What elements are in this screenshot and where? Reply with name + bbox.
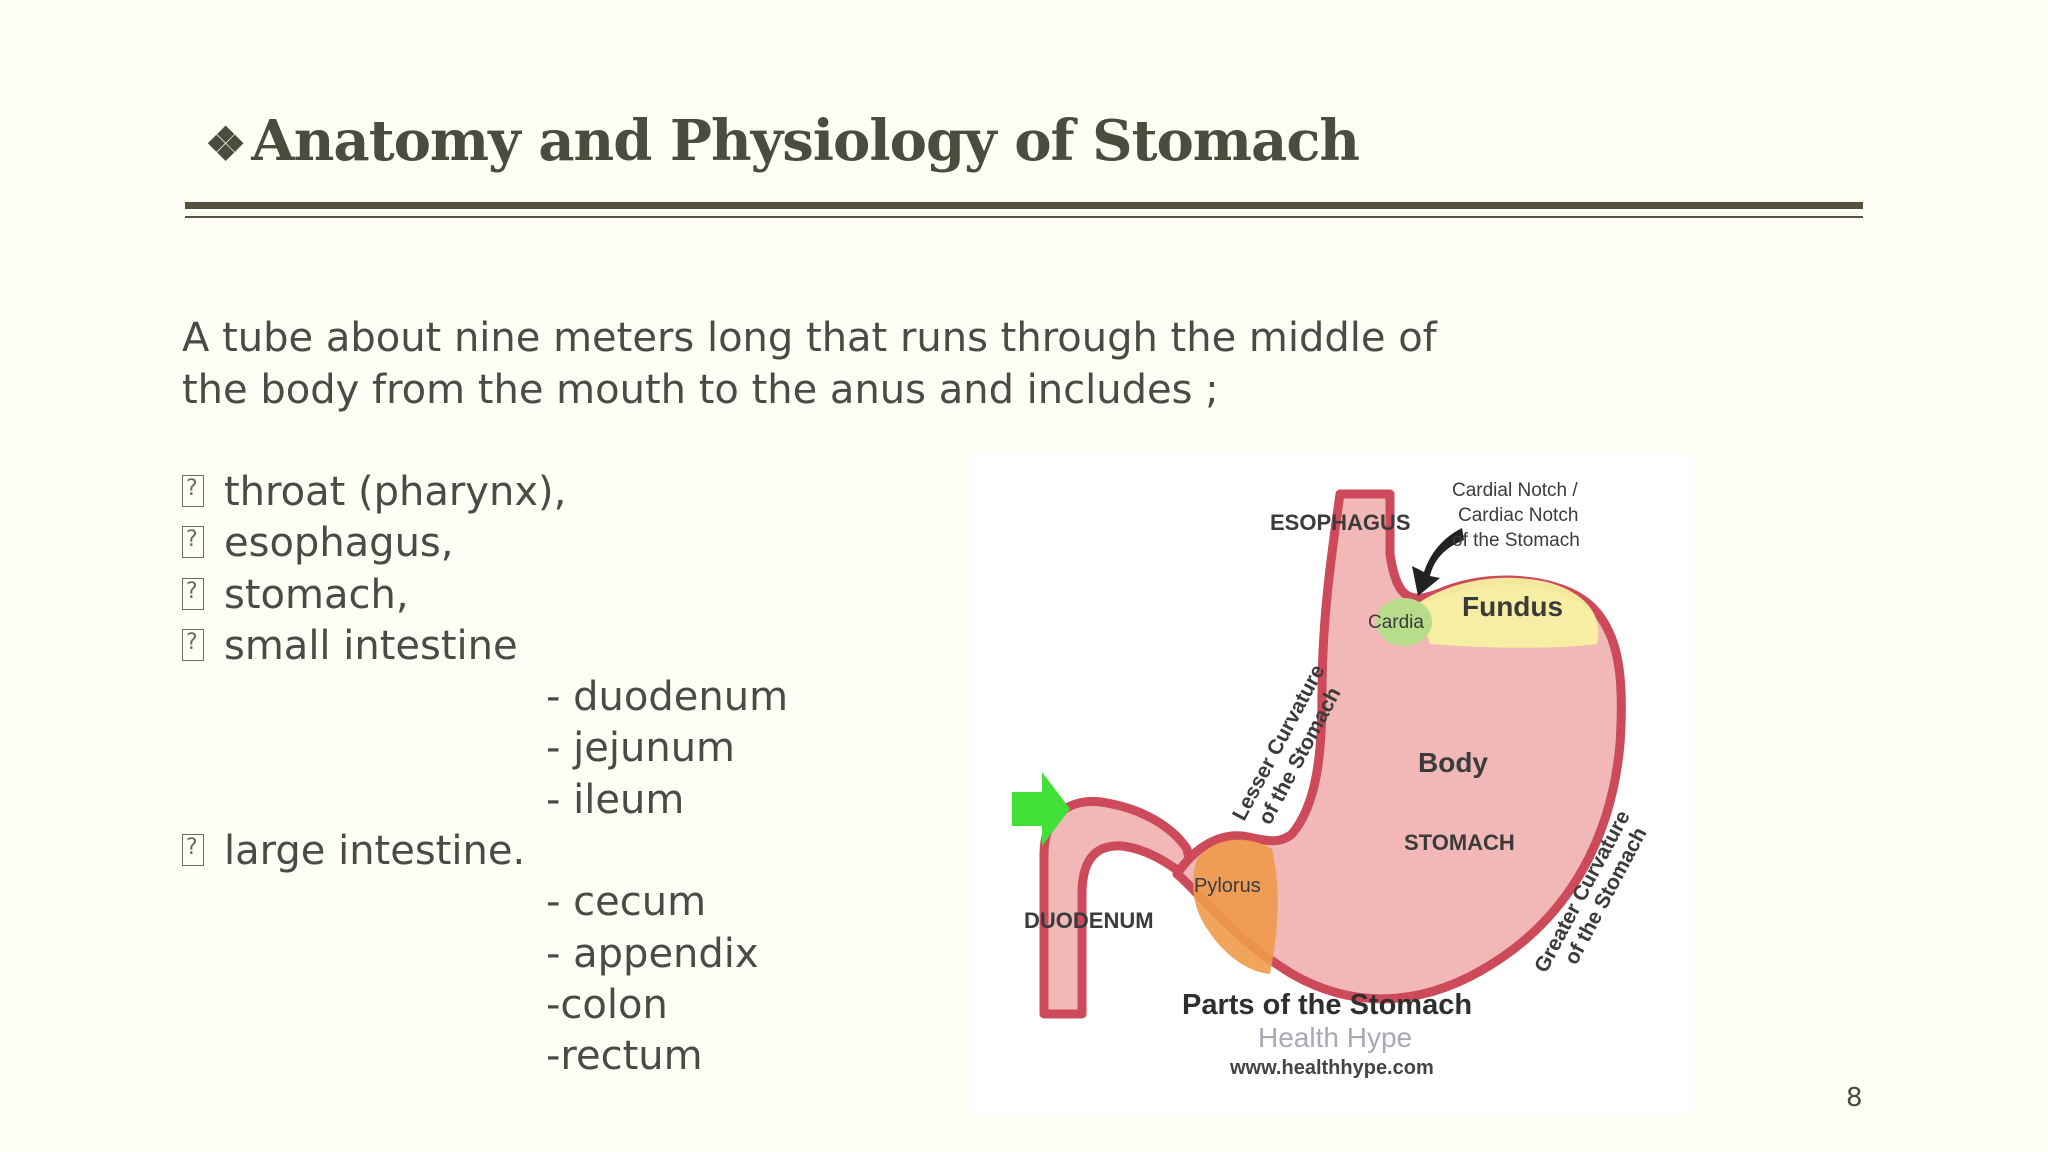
figure-caption: Parts of the Stomach [1182, 989, 1472, 1021]
slide-title: ❖Anatomy and Physiology of Stomach [205, 108, 1360, 174]
missing-glyph-bullet-icon [182, 828, 204, 868]
sub-list-item: -rectum [546, 1033, 703, 1080]
list-item: throat (pharynx), [182, 467, 788, 518]
label-duodenum: DUODENUM [1024, 908, 1154, 933]
label-cardial-notch-1: Cardial Notch / [1452, 480, 1578, 501]
label-body: Body [1418, 747, 1488, 778]
missing-glyph-bullet-icon [182, 572, 204, 612]
missing-glyph-bullet-icon [182, 469, 204, 509]
intro-line-1: A tube about nine meters long that runs … [182, 315, 1437, 361]
sub-list-item: -colon [546, 981, 668, 1028]
list-item: large intestine. [182, 826, 788, 877]
black-arrow-icon [1412, 528, 1464, 596]
label-cardial-notch-2: Cardiac Notch [1458, 505, 1578, 526]
green-arrow-icon [1012, 772, 1070, 846]
missing-glyph-bullet-icon [182, 520, 204, 560]
fundus-region [1417, 577, 1599, 648]
label-stomach: STOMACH [1404, 830, 1515, 855]
sub-list-item: - jejunum [546, 725, 736, 772]
list-item: stomach, [182, 570, 788, 621]
figure-brand: Health Hype [1258, 1022, 1412, 1053]
pylorus-region [1192, 839, 1278, 974]
slide-title-text: Anatomy and Physiology of Stomach [251, 108, 1360, 174]
figure-url: www.healthhype.com [1229, 1057, 1434, 1079]
sub-list-item: - cecum [546, 879, 707, 926]
list-item: esophagus, [182, 518, 788, 569]
label-esophagus: ESOPHAGUS [1270, 510, 1411, 535]
diamond-bullet-icon: ❖ [205, 117, 246, 171]
stomach-diagram: ESOPHAGUS Cardial Notch / Cardiac Notch … [972, 454, 1692, 1114]
label-cardia: Cardia [1368, 612, 1424, 633]
page-number: 8 [1846, 1083, 1863, 1113]
sub-list-item: - duodenum [546, 674, 789, 721]
label-fundus: Fundus [1462, 591, 1563, 622]
cardia-region [1376, 598, 1432, 646]
missing-glyph-bullet-icon [182, 623, 204, 663]
intro-line-2: the body from the mouth to the anus and … [182, 367, 1219, 413]
sub-list-item: - ileum [546, 776, 685, 823]
organ-list: throat (pharynx), esophagus, stomach, sm… [182, 467, 788, 1083]
label-pylorus: Pylorus [1194, 875, 1261, 897]
title-underline-thick [185, 202, 1863, 209]
title-underline-thin [185, 216, 1863, 218]
sub-list-item: - appendix [546, 930, 759, 977]
label-cardial-notch-3: of the Stomach [1452, 530, 1580, 551]
list-item: small intestine [182, 621, 788, 672]
intro-paragraph: A tube about nine meters long that runs … [182, 312, 1482, 416]
